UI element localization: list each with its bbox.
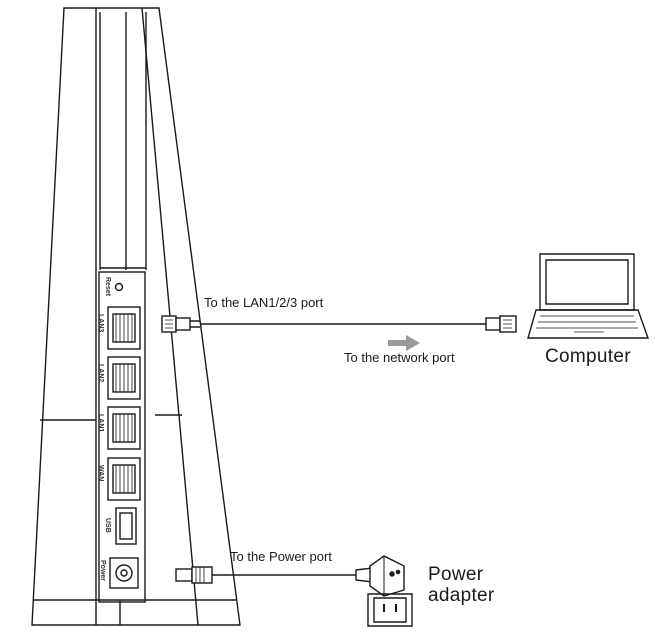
port-label-power: Power bbox=[99, 560, 106, 582]
dc-plug bbox=[175, 566, 213, 584]
reset-button bbox=[114, 282, 124, 292]
direction-arrow bbox=[388, 335, 420, 351]
port-label-reset: Reset bbox=[104, 277, 111, 297]
power-cable-label: To the Power port bbox=[230, 549, 332, 564]
port-panel bbox=[98, 271, 146, 603]
lan-cable-label: To the LAN1/2/3 port bbox=[204, 295, 324, 310]
port-label-lan3: LAN3 bbox=[97, 314, 104, 333]
lan1-port bbox=[107, 406, 141, 450]
power-adapter-label-line2: adapter bbox=[428, 585, 495, 606]
power-adapter bbox=[355, 555, 405, 597]
power-jack bbox=[109, 557, 139, 589]
computer-label: Computer bbox=[545, 346, 631, 367]
rj45-plug-left bbox=[161, 315, 200, 333]
port-label-lan1: LAN1 bbox=[97, 414, 104, 433]
network-port-label: To the network port bbox=[344, 350, 455, 365]
wan-port bbox=[107, 457, 141, 501]
lan3-port bbox=[107, 306, 141, 350]
port-label-lan2: LAN2 bbox=[97, 364, 104, 383]
usb-port bbox=[115, 507, 137, 545]
port-label-usb: USB bbox=[104, 518, 111, 533]
power-adapter-label-line1: Power bbox=[428, 564, 484, 585]
wall-socket bbox=[367, 593, 413, 627]
lan2-port bbox=[107, 356, 141, 400]
rj45-plug-right bbox=[485, 315, 517, 333]
laptop bbox=[527, 253, 649, 339]
port-label-wan: WAN bbox=[97, 465, 104, 482]
